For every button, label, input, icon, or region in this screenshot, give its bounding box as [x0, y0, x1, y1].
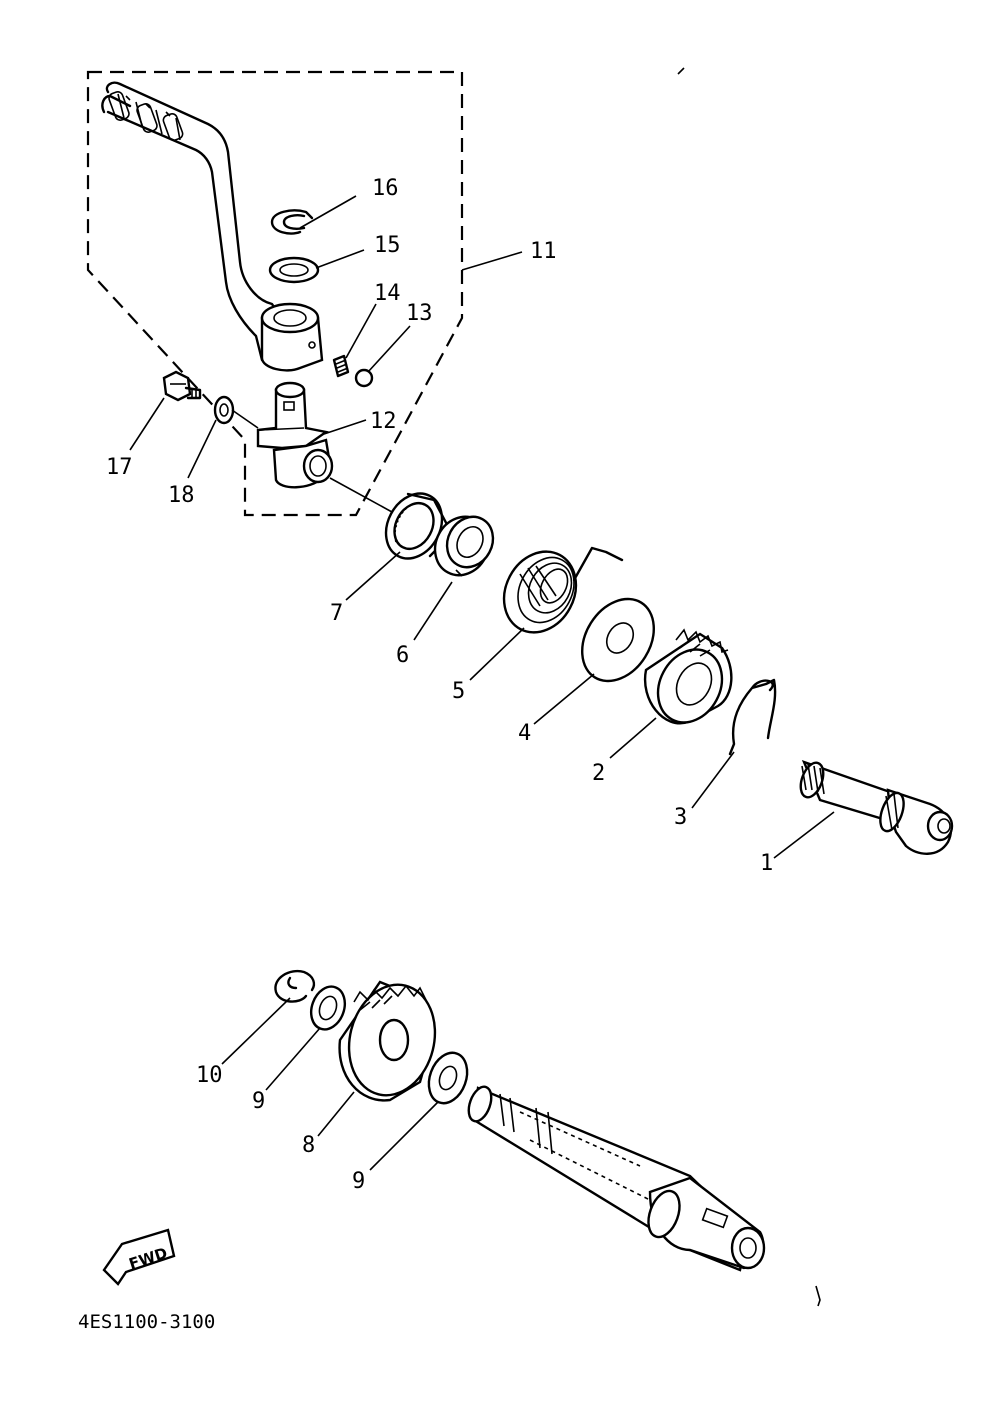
main-axle: [467, 1085, 766, 1272]
label-5: 5: [452, 679, 465, 704]
label-3: 3: [674, 805, 687, 830]
assembly-boundary: [86, 70, 464, 517]
washer-18: [213, 395, 235, 425]
label-1: 1: [760, 851, 773, 876]
spring-14: [332, 354, 350, 378]
label-14: 14: [374, 281, 401, 306]
bolt-axis-line: [231, 409, 259, 429]
circlip-16: [270, 209, 314, 235]
speck-mark-lower: [815, 1285, 821, 1307]
circlip-10: [274, 969, 316, 1003]
label-16: 16: [372, 176, 399, 201]
label-11: 11: [530, 239, 557, 264]
torsion-spring-5: [502, 546, 624, 634]
clip-3: [728, 678, 777, 756]
label-15: 15: [374, 233, 401, 258]
label-9-lower: 9: [352, 1169, 365, 1194]
kick-joint-12: [256, 381, 334, 489]
label-12: 12: [370, 409, 397, 434]
washer-15: [268, 256, 320, 284]
ball-13: [354, 368, 374, 388]
speck-mark: [677, 67, 685, 75]
label-7: 7: [330, 601, 343, 626]
label-13: 13: [406, 301, 433, 326]
bolt-17: [162, 370, 202, 402]
idle-gear-8: [338, 980, 437, 1102]
washer-9-lower: [427, 1051, 469, 1105]
collar-6: [433, 515, 495, 577]
kick-shaft-1: [799, 759, 954, 855]
label-8: 8: [302, 1133, 315, 1158]
label-10: 10: [196, 1063, 223, 1088]
label-17: 17: [106, 455, 133, 480]
spring-guide-4: [581, 597, 655, 683]
oil-seal-7: [384, 492, 454, 560]
label-18: 18: [168, 483, 195, 508]
kick-crank-lever: [101, 81, 324, 372]
label-9-upper: 9: [252, 1089, 265, 1114]
kick-gear-2: [643, 628, 733, 725]
label-2: 2: [592, 761, 605, 786]
label-4: 4: [518, 721, 531, 746]
fwd-arrow-icon: FWD: [102, 1228, 176, 1286]
diagram-code: 4ES1100-3100: [78, 1311, 215, 1333]
label-6: 6: [396, 643, 409, 668]
shaft-axis-line: [329, 477, 393, 513]
leader-lines: [129, 195, 835, 1171]
washer-9-upper: [309, 985, 347, 1031]
